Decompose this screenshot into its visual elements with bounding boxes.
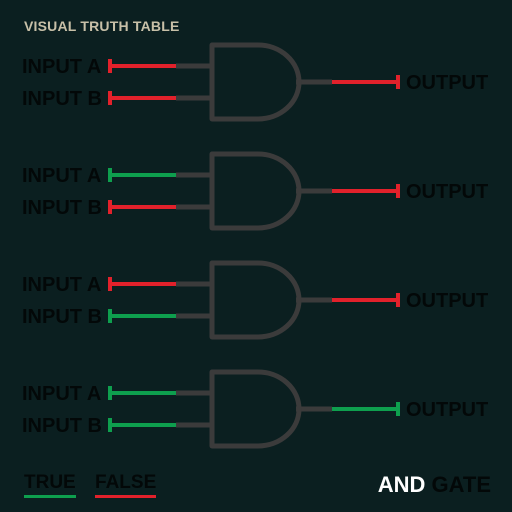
and-gate-symbol: [209, 369, 302, 449]
gate-name-secondary: GATE: [431, 472, 491, 497]
input-b-label: INPUT B: [22, 306, 102, 328]
output-label: OUTPUT: [406, 399, 488, 421]
output-label: OUTPUT: [406, 181, 488, 203]
gate-row: INPUT A INPUT B OUTPUT: [22, 369, 488, 449]
gate-name: AND GATE: [378, 472, 491, 498]
page-title: VISUAL TRUTH TABLE: [24, 18, 180, 34]
legend: TRUE FALSE: [24, 472, 157, 498]
and-gate-symbol: [209, 151, 302, 231]
legend-false: FALSE: [95, 472, 157, 498]
input-a-label: INPUT A: [22, 56, 101, 78]
input-a-label: INPUT A: [22, 274, 101, 296]
gate-row: INPUT A INPUT B OUTPUT: [22, 42, 488, 122]
input-b-label: INPUT B: [22, 415, 102, 437]
output-label: OUTPUT: [406, 290, 488, 312]
input-a-label: INPUT A: [22, 165, 101, 187]
and-gate-symbol: [209, 260, 302, 340]
input-b-label: INPUT B: [22, 197, 102, 219]
input-a-label: INPUT A: [22, 383, 101, 405]
gate-row: INPUT A INPUT B OUTPUT: [22, 260, 488, 340]
gate-name-primary: AND: [377, 472, 426, 497]
input-b-label: INPUT B: [22, 88, 102, 110]
gate-row: INPUT A INPUT B OUTPUT: [22, 151, 488, 231]
and-gate-symbol: [209, 42, 302, 122]
legend-true: TRUE: [24, 472, 76, 498]
output-label: OUTPUT: [406, 72, 488, 94]
